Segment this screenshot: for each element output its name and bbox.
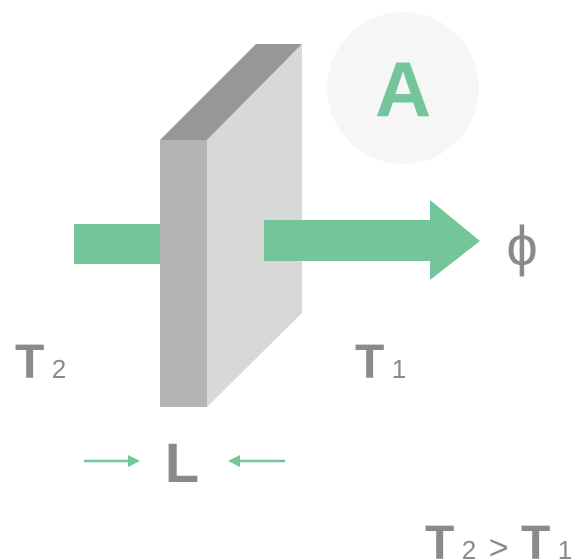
temp-hot-sub: 2	[52, 354, 66, 384]
area-label: A	[375, 45, 431, 133]
area-circle	[327, 12, 479, 164]
slab-side-face	[207, 44, 302, 407]
condition-left-base: T	[425, 517, 454, 559]
thickness-left-arrow-icon	[84, 455, 140, 467]
condition-right-sub: 1	[558, 535, 572, 559]
thickness-right-arrow-icon	[228, 455, 285, 467]
condition-right-base: T	[521, 517, 550, 559]
heat-out-arrow-icon	[264, 200, 480, 280]
temp-cold-label: T 1	[355, 336, 406, 389]
temp-hot-label: T 2	[15, 336, 66, 389]
thickness-indicator: L	[84, 431, 285, 494]
slab-front-face	[160, 140, 207, 407]
temp-hot-base: T	[15, 336, 44, 389]
thickness-label: L	[165, 431, 199, 494]
heat-in-arrow-icon	[74, 224, 164, 264]
slab	[160, 44, 302, 407]
temp-cold-base: T	[355, 336, 384, 389]
slab-top-face	[160, 44, 302, 140]
temperature-condition: T 2 > T 1	[425, 517, 572, 559]
flux-symbol: ϕ	[506, 214, 537, 277]
temp-cold-sub: 1	[392, 354, 406, 384]
condition-left-sub: 2	[462, 535, 476, 559]
condition-operator: >	[489, 529, 509, 559]
